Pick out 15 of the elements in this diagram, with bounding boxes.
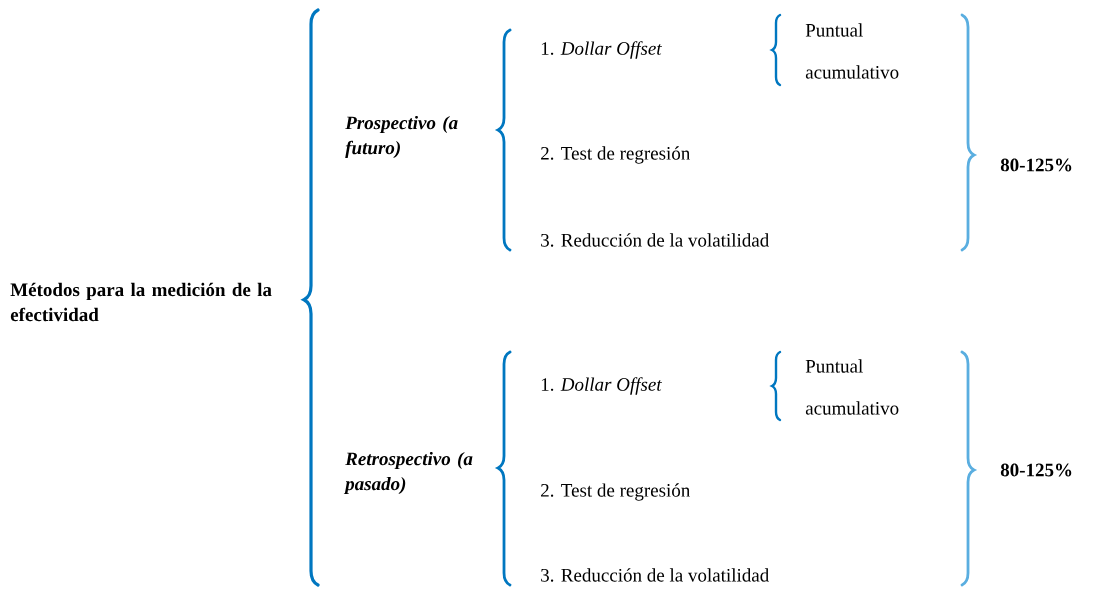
method-label: 1. Dollar Offset bbox=[541, 41, 662, 59]
method-label: 3. Reducción de la volatilidad bbox=[541, 568, 769, 582]
method-label: 3. Reducción de la volatilidad bbox=[541, 233, 769, 247]
range-label: 80-125% bbox=[1000, 463, 1072, 477]
option-label: acumulativo bbox=[805, 65, 899, 79]
option-label: Puntual bbox=[805, 359, 863, 373]
category-label: Retrospectivo (a pasado) bbox=[343, 451, 473, 495]
method-label: 1. Dollar Offset bbox=[541, 377, 662, 395]
range-label: 80-125% bbox=[1000, 158, 1072, 172]
category-label: Prospectivo (a futuro) bbox=[345, 115, 458, 159]
method-label: 2. Test de regresión bbox=[541, 146, 690, 164]
heading-text: Métodos para la medición de la efectividad bbox=[10, 282, 272, 322]
option-label: acumulativo bbox=[805, 401, 899, 415]
method-label: 2. Test de regresión bbox=[541, 483, 690, 501]
option-label: Puntual bbox=[805, 23, 863, 37]
